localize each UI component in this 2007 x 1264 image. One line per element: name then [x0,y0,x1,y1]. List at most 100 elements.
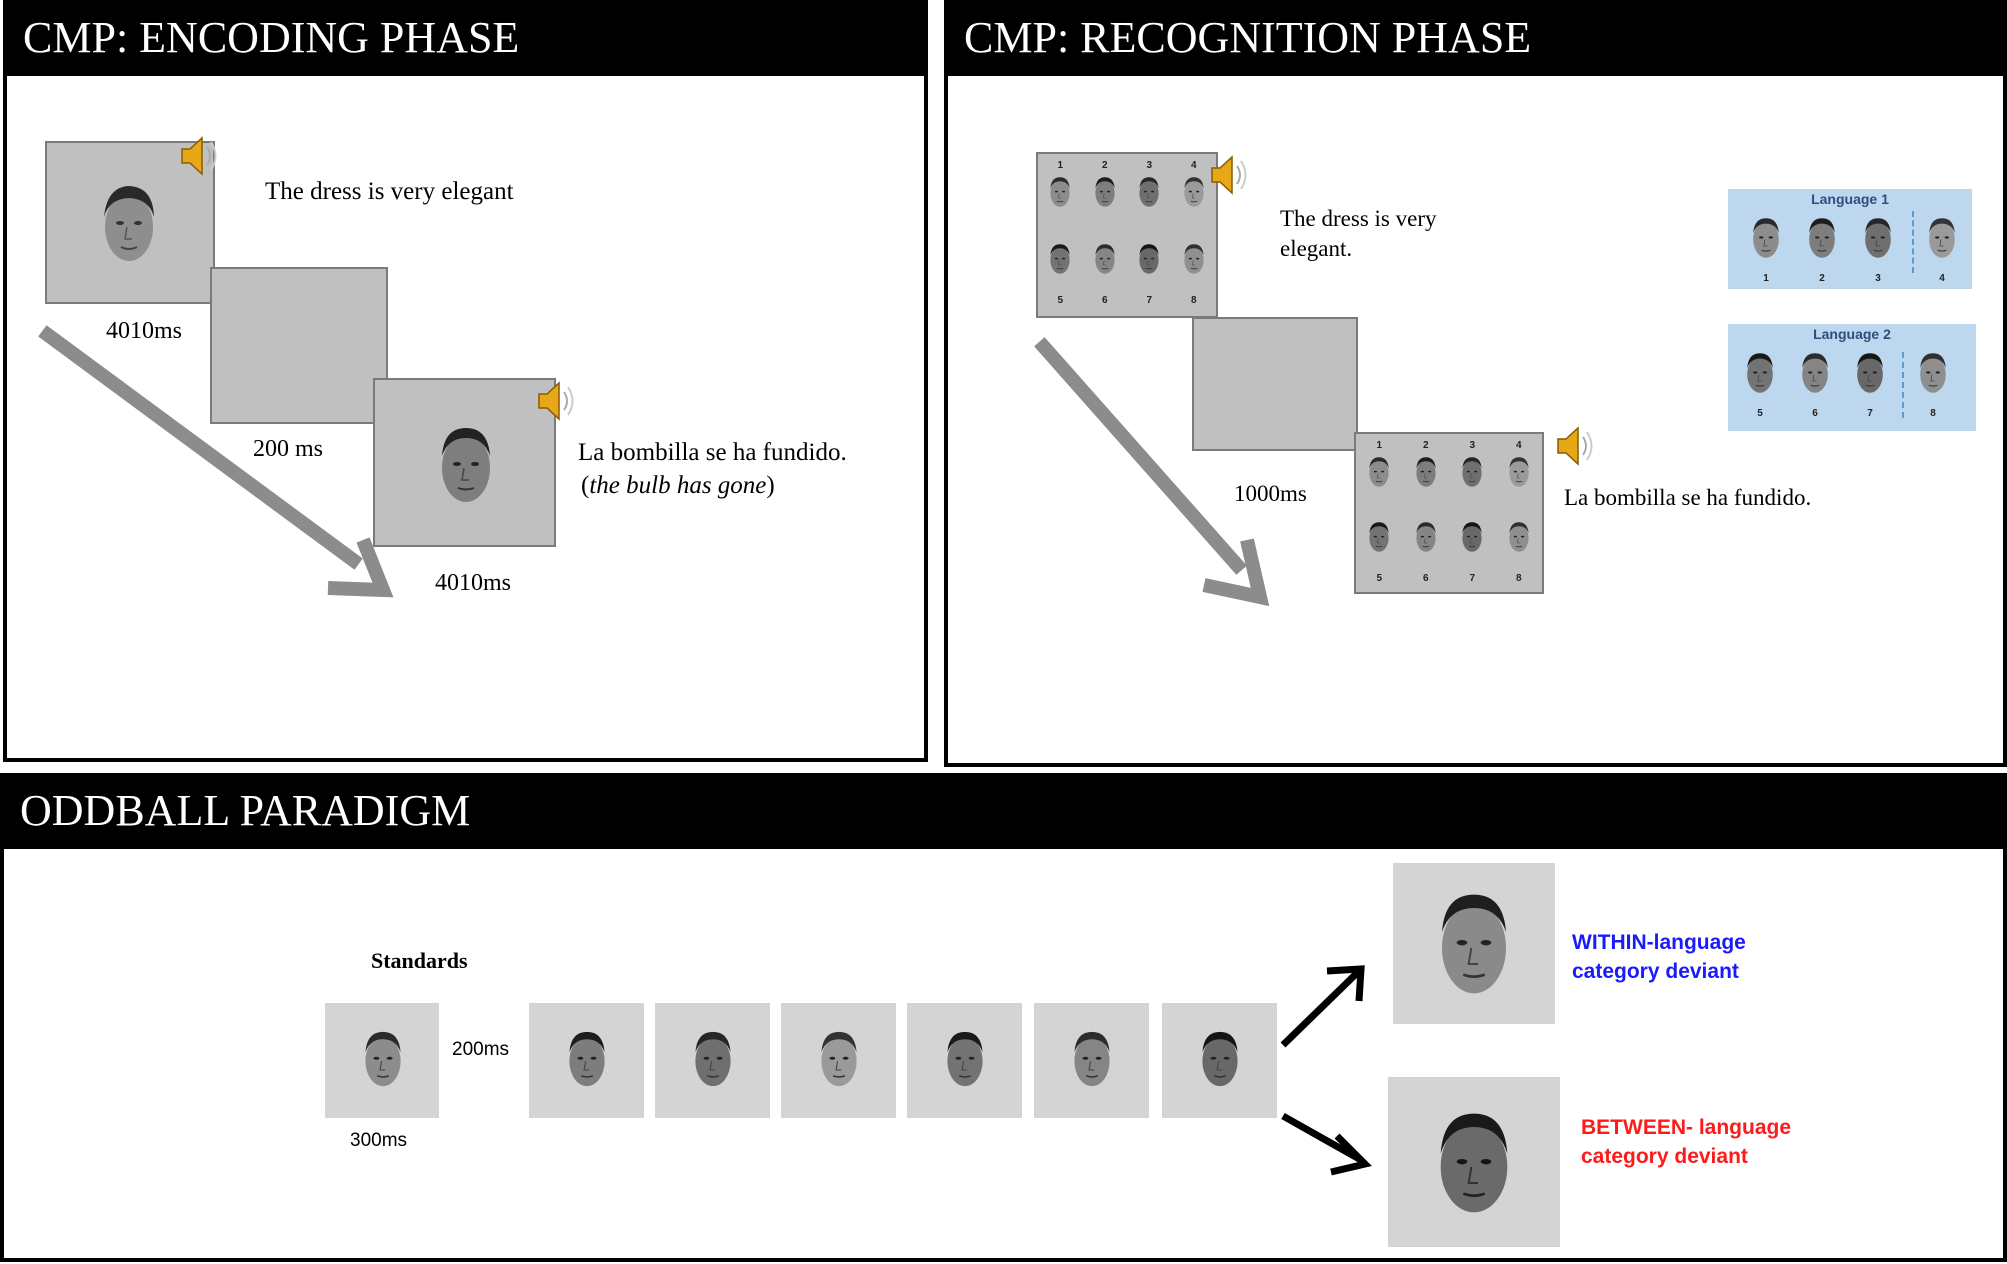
encoding-screen-blank [210,267,388,424]
encoding-translation: (the bulb has gone) [581,470,775,501]
face-photo [1182,174,1206,210]
language-divider [1912,211,1914,273]
timeline-arrow-encoding [38,325,394,598]
face-number: 7 [1867,408,1873,419]
face-number: 4 [1190,160,1197,171]
speaker-icon [1554,423,1598,469]
face-number: 7 [1469,573,1476,584]
standard-stimulus [529,1003,644,1118]
encoding-sentence-2: La bombilla se ha fundido. [578,439,847,466]
face-number: 1 [1376,440,1383,451]
speaker-icon [535,378,579,424]
face-number: 4 [1515,440,1522,451]
recognition-time-1: 1000ms [1234,481,1307,506]
encoding-panel: CMP: ENCODING PHASE The dress is very el… [3,0,928,762]
face-number: 1 [1057,160,1064,171]
standards-label: Standards [371,948,468,973]
face-photo [1507,454,1531,490]
face-photo [1806,215,1838,261]
timeline-arrow-recognition [1034,337,1270,607]
face-photo [1367,519,1391,555]
within-deviant-face [1393,863,1555,1024]
face-number: 1 [1763,273,1769,284]
face-photo [1137,241,1161,277]
face-number: 6 [1812,408,1818,419]
recognition-sentence-1-line2: elegant. [1280,236,1353,261]
face-photo [1926,215,1958,261]
recognition-screen-blank [1192,317,1358,451]
language-2-faces: 5 6 7 8 [1728,324,1976,431]
within-deviant-arrow [1280,965,1365,1048]
face-number: 5 [1757,408,1763,419]
face-photo [1799,350,1831,396]
face-photo [1854,350,1886,396]
face-number: 8 [1190,295,1197,306]
face-photo [565,1019,609,1099]
face-photo [1414,519,1438,555]
face-number: 2 [1819,273,1825,284]
face-number: 5 [1057,295,1064,306]
encoding-time-3: 4010ms [435,570,512,596]
encoding-screen-1 [45,141,215,304]
speaker-icon [1208,152,1252,198]
standards-sequence [0,773,2007,1264]
face-photo [1137,174,1161,210]
face-number: 7 [1146,295,1153,306]
face-photo [1460,519,1484,555]
face-photo [1434,1105,1514,1221]
face-photo [361,1019,405,1099]
within-deviant-label-1: WITHIN-language [1572,931,1746,954]
recognition-sentence-2: La bombilla se ha fundido. [1564,485,1812,510]
speaker-icon [178,133,222,179]
face-photo [1750,215,1782,261]
face-photo [99,181,159,267]
between-deviant-label-2: category deviant [1581,1145,1748,1168]
oddball-panel-title: ODDBALL PARADIGM [0,773,2007,849]
standard-stimulus [655,1003,770,1118]
face-photo [1460,454,1484,490]
face-photo [1434,885,1514,1003]
face-photo [1507,519,1531,555]
face-number: 3 [1875,273,1881,284]
face-photo [1048,174,1072,210]
face-photo [1093,241,1117,277]
face-number: 4 [1939,273,1945,284]
language-divider [1902,352,1904,418]
face-photo [1093,174,1117,210]
face-photo [435,422,497,508]
language-1-title: Language 1 [1811,191,1889,207]
between-deviant-arrow [1281,1112,1372,1176]
isi-label: 200ms [452,1039,510,1060]
face-photo [691,1019,735,1099]
standard-stimulus [781,1003,896,1118]
encoding-panel-title: CMP: ENCODING PHASE [3,0,928,76]
language-2-panel: Language 2 5 6 7 8 [1728,324,1976,431]
standard-stimulus [907,1003,1022,1118]
encoding-time-2: 200 ms [253,436,324,462]
recognition-sentence-1-line1: The dress is very [1280,206,1437,231]
face-photo [1367,454,1391,490]
face-number: 5 [1376,573,1383,584]
translation-close-paren: ) [766,472,775,499]
oddball-panel: ODDBALL PARADIGM Standards 200ms 300ms W… [0,773,2007,1264]
face-number: 2 [1422,440,1429,451]
encoding-sentence-1: The dress is very elegant [265,178,514,205]
standard-stimulus [325,1003,439,1118]
language-2-title: Language 2 [1813,326,1891,342]
translation-text: the bulb has gone [589,472,767,499]
face-photo [1182,241,1206,277]
language-1-panel: Language 1 1 2 3 4 [1728,189,1972,289]
language-1-faces: 1 2 3 4 [1728,189,1972,289]
within-deviant-label-2: category deviant [1572,960,1739,983]
face-photo [1198,1019,1242,1099]
between-deviant-face [1388,1077,1560,1247]
translation-open-paren: ( [581,472,590,499]
face-number: 6 [1101,295,1108,306]
face-number: 8 [1930,408,1936,419]
face-photo [817,1019,861,1099]
face-number: 6 [1422,573,1429,584]
